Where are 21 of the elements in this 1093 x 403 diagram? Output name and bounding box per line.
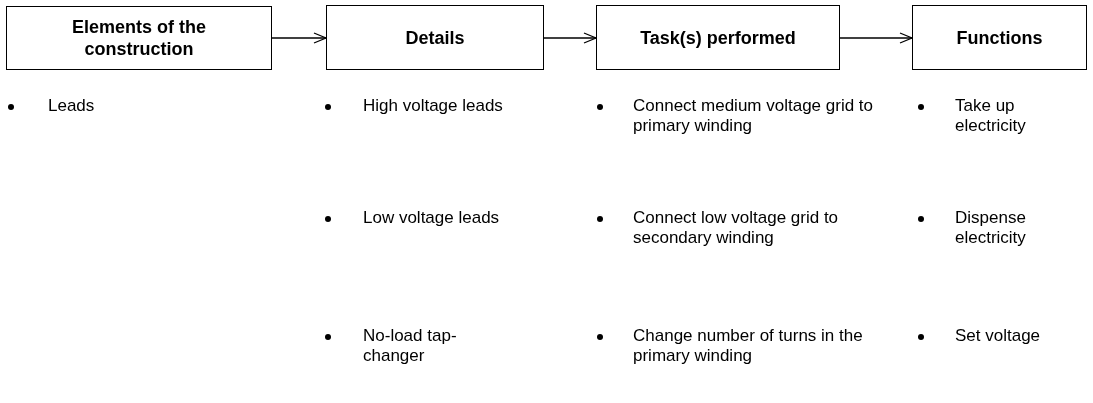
process-box: [6, 6, 272, 70]
list-item: No-load tap-changer: [363, 326, 458, 366]
list-item: Connect low voltage grid to secondary winding: [633, 208, 840, 248]
list-item: Leads: [48, 96, 96, 116]
list-item: High voltage leads: [363, 96, 504, 116]
process-box: [912, 5, 1087, 70]
list-item: Dispense electricity: [955, 208, 1027, 248]
list-item: Set voltage: [955, 326, 1042, 346]
process-box: [596, 5, 840, 70]
arrow: [839, 32, 913, 44]
process-box: [326, 5, 544, 70]
arrow: [543, 32, 597, 44]
list-item: Low voltage leads: [363, 208, 501, 228]
box-title: Functions: [956, 26, 1043, 49]
box-title: Task(s) performed: [640, 26, 796, 49]
box-title: Details: [405, 26, 465, 49]
list-item: Take up electricity: [955, 96, 1027, 136]
list-item: Change number of turns in the primary winding: [633, 326, 864, 366]
box-title: Elements of the construction: [71, 16, 207, 60]
arrow: [271, 32, 327, 44]
list-item: Connect medium voltage grid to primary winding: [633, 96, 875, 136]
